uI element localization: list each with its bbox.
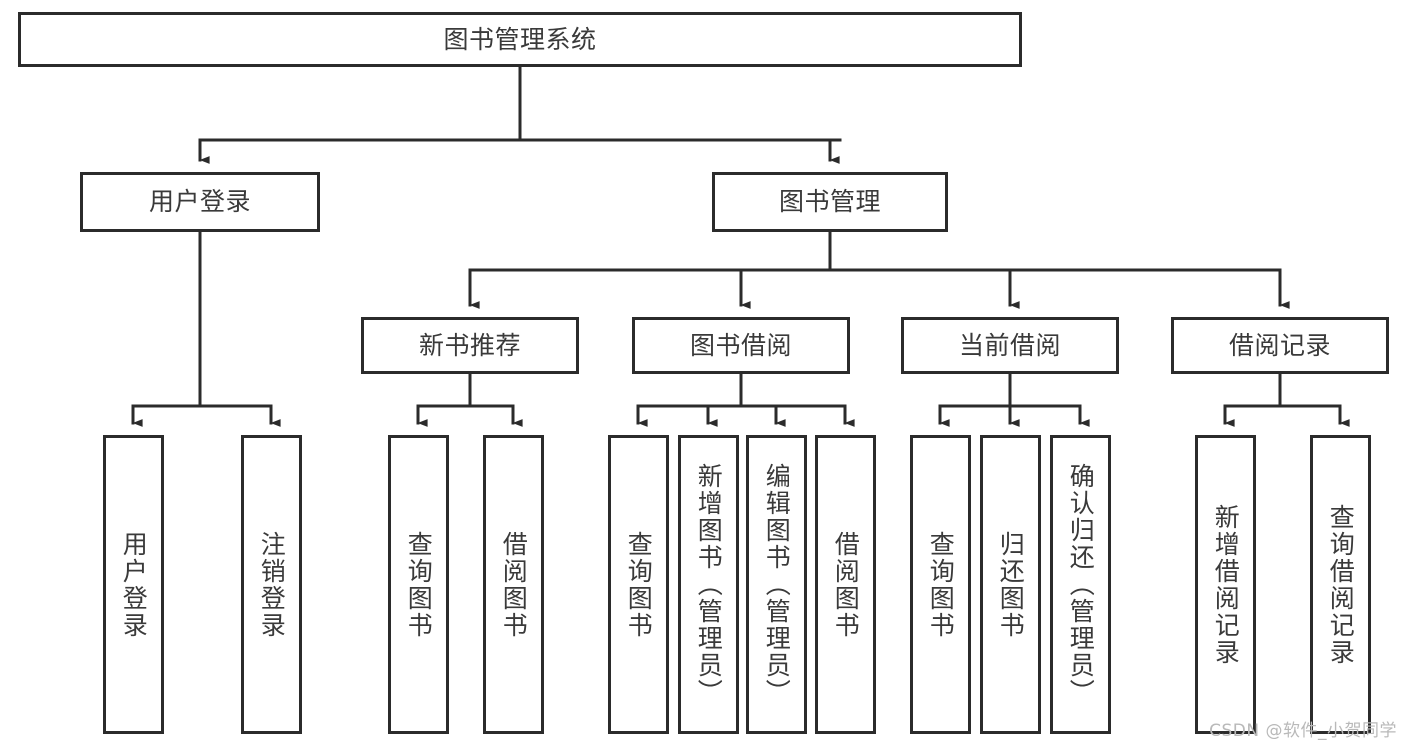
node-book-borrowing-label: 图书借阅: [689, 330, 792, 360]
node-leaf-return-book-label: 归还图书: [996, 530, 1026, 639]
node-leaf-add-borrow-record-label: 新增借阅记录: [1211, 503, 1241, 666]
node-current-borrowing-label: 当前借阅: [958, 330, 1061, 360]
node-leaf-query-book-current-label: 查询图书: [926, 530, 956, 639]
node-leaf-edit-book[interactable]: 编辑图书（管理员）: [746, 435, 807, 734]
node-leaf-query-book-new-label: 查询图书: [404, 530, 434, 639]
node-new-book-recommendation-label: 新书推荐: [418, 330, 521, 360]
node-borrowing-record-label: 借阅记录: [1228, 330, 1331, 360]
node-book-management[interactable]: 图书管理: [712, 172, 948, 232]
node-leaf-user-login[interactable]: 用户登录: [103, 435, 164, 734]
node-leaf-add-borrow-record[interactable]: 新增借阅记录: [1195, 435, 1256, 734]
node-leaf-add-book-label: 新增图书（管理员）: [694, 463, 724, 706]
node-leaf-query-book-current[interactable]: 查询图书: [910, 435, 971, 734]
node-leaf-edit-book-label: 编辑图书（管理员）: [762, 463, 792, 706]
node-leaf-add-book[interactable]: 新增图书（管理员）: [678, 435, 739, 734]
node-leaf-return-book[interactable]: 归还图书: [980, 435, 1041, 734]
node-leaf-query-borrow-record[interactable]: 查询借阅记录: [1310, 435, 1371, 734]
node-root-label: 图书管理系统: [443, 24, 597, 54]
node-leaf-confirm-return-label: 确认归还（管理员）: [1066, 463, 1096, 706]
node-leaf-borrow-book-new-label: 借阅图书: [499, 530, 529, 639]
node-leaf-user-logout[interactable]: 注销登录: [241, 435, 302, 734]
node-leaf-query-borrow-record-label: 查询借阅记录: [1326, 503, 1356, 666]
node-book-borrowing[interactable]: 图书借阅: [632, 317, 850, 374]
node-leaf-query-book-borrow-label: 查询图书: [624, 530, 654, 639]
node-new-book-recommendation[interactable]: 新书推荐: [361, 317, 579, 374]
node-borrowing-record[interactable]: 借阅记录: [1171, 317, 1389, 374]
node-leaf-confirm-return[interactable]: 确认归还（管理员）: [1050, 435, 1111, 734]
node-leaf-borrow-book-label: 借阅图书: [831, 530, 861, 639]
node-leaf-user-logout-label: 注销登录: [257, 530, 287, 639]
node-leaf-borrow-book-new[interactable]: 借阅图书: [483, 435, 544, 734]
node-leaf-query-book-new[interactable]: 查询图书: [388, 435, 449, 734]
node-leaf-borrow-book[interactable]: 借阅图书: [815, 435, 876, 734]
node-book-management-label: 图书管理: [778, 187, 881, 217]
node-current-borrowing[interactable]: 当前借阅: [901, 317, 1119, 374]
node-user-login[interactable]: 用户登录: [80, 172, 320, 232]
node-root[interactable]: 图书管理系统: [18, 12, 1022, 67]
watermark: CSDN @软件_小贺同学: [1209, 721, 1397, 741]
node-leaf-query-book-borrow[interactable]: 查询图书: [608, 435, 669, 734]
node-leaf-user-login-label: 用户登录: [119, 530, 149, 639]
node-user-login-label: 用户登录: [148, 187, 251, 217]
